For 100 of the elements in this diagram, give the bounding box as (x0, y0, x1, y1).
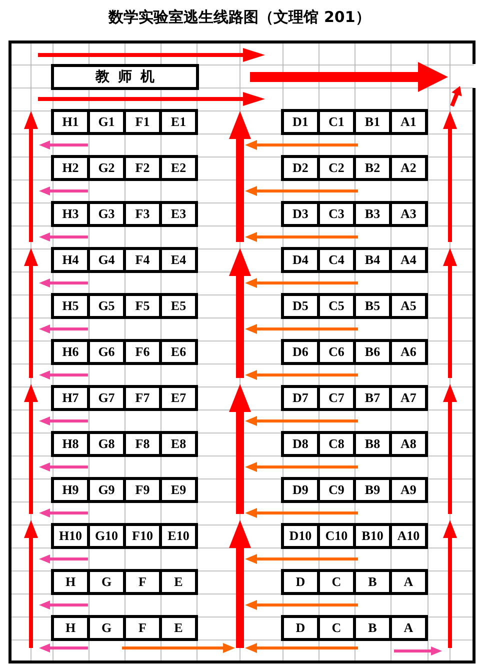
seat-box (353, 385, 392, 411)
seat-number: E8 (170, 435, 186, 454)
seat-box (353, 155, 392, 181)
seat-box (281, 431, 320, 457)
seat-number: A (404, 573, 414, 592)
seat-number: G2 (98, 159, 115, 178)
seat-number: G8 (98, 435, 115, 454)
seat-box (281, 339, 320, 365)
seat-box (281, 247, 320, 273)
seat-number: B8 (364, 435, 380, 454)
seat-box (353, 523, 392, 549)
seat-number: H7 (62, 389, 79, 408)
seat-box (123, 569, 162, 595)
seat-box (51, 109, 90, 135)
seat-number: F6 (135, 343, 150, 362)
seat-box (51, 247, 90, 273)
seat-box (159, 201, 198, 227)
seat-number: G3 (98, 205, 115, 224)
seat-box (389, 523, 428, 549)
seat-box (159, 339, 198, 365)
seat-number: A3 (400, 205, 416, 224)
seat-box (51, 201, 90, 227)
seat-box (389, 615, 428, 641)
seat-box (123, 431, 162, 457)
seat-number: D10 (289, 527, 312, 546)
seat-box (353, 293, 392, 319)
seat-box (317, 431, 356, 457)
seat-box (87, 293, 126, 319)
seat-box (317, 523, 356, 549)
seat-box (51, 477, 90, 503)
seat-box (353, 339, 392, 365)
seat-number: G4 (98, 251, 115, 270)
seat-number: D5 (292, 297, 308, 316)
seat-box (281, 201, 320, 227)
seat-number: A7 (400, 389, 416, 408)
seat-number: D6 (292, 343, 308, 362)
seat-number: G10 (94, 527, 118, 546)
seat-number: B9 (364, 481, 380, 500)
seat-number: F (138, 573, 146, 592)
seat-box (87, 339, 126, 365)
seat-number: F8 (135, 435, 150, 454)
seat-number: D3 (292, 205, 308, 224)
seat-box (51, 293, 90, 319)
seat-number: C7 (328, 389, 344, 408)
seat-box (317, 569, 356, 595)
seat-number: B7 (364, 389, 380, 408)
seat-number: H4 (62, 251, 79, 270)
seat-box (51, 385, 90, 411)
seat-box (51, 339, 90, 365)
seat-number: H (65, 619, 76, 638)
seat-box (87, 523, 126, 549)
seat-box (159, 293, 198, 319)
seat-box (353, 615, 392, 641)
seat-number: F4 (135, 251, 150, 270)
seat-box (87, 385, 126, 411)
seat-box (51, 431, 90, 457)
seat-number: C4 (328, 251, 344, 270)
seat-number: C (332, 573, 342, 592)
seat-number: A6 (400, 343, 416, 362)
seat-number: E7 (170, 389, 186, 408)
seat-box (353, 569, 392, 595)
seat-box (123, 247, 162, 273)
seat-box (123, 615, 162, 641)
seat-number: F (138, 619, 146, 638)
seat-number: C3 (328, 205, 344, 224)
seat-number: H2 (62, 159, 79, 178)
seat-number: G (101, 573, 112, 592)
seat-number: G5 (98, 297, 115, 316)
seat-box (389, 247, 428, 273)
seat-number: H6 (62, 343, 79, 362)
seat-box (87, 247, 126, 273)
seat-box (317, 155, 356, 181)
desk-label: 教师机 (94, 68, 163, 86)
seat-box (87, 431, 126, 457)
seat-number: F3 (135, 205, 150, 224)
seat-number: D (296, 573, 306, 592)
seat-box (389, 155, 428, 181)
seat-box (281, 155, 320, 181)
seat-number: C6 (328, 343, 344, 362)
seat-box (281, 615, 320, 641)
seat-box (281, 523, 320, 549)
seat-number: D9 (292, 481, 308, 500)
seat-number: A9 (400, 481, 416, 500)
seat-number: G (101, 619, 112, 638)
seat-number: E5 (170, 297, 186, 316)
seat-number: H3 (62, 205, 79, 224)
seat-number: F9 (135, 481, 150, 500)
seat-box (51, 155, 90, 181)
seat-box (159, 431, 198, 457)
seat-number: A (404, 619, 414, 638)
seat-number: G7 (98, 389, 115, 408)
seat-box (317, 247, 356, 273)
seat-box (353, 477, 392, 503)
seat-number: D1 (292, 113, 308, 132)
seat-number: H10 (58, 527, 82, 546)
seat-box (123, 339, 162, 365)
seat-box (159, 155, 198, 181)
seat-number: G1 (98, 113, 115, 132)
seat-box (159, 477, 198, 503)
seat-number: E2 (170, 159, 186, 178)
